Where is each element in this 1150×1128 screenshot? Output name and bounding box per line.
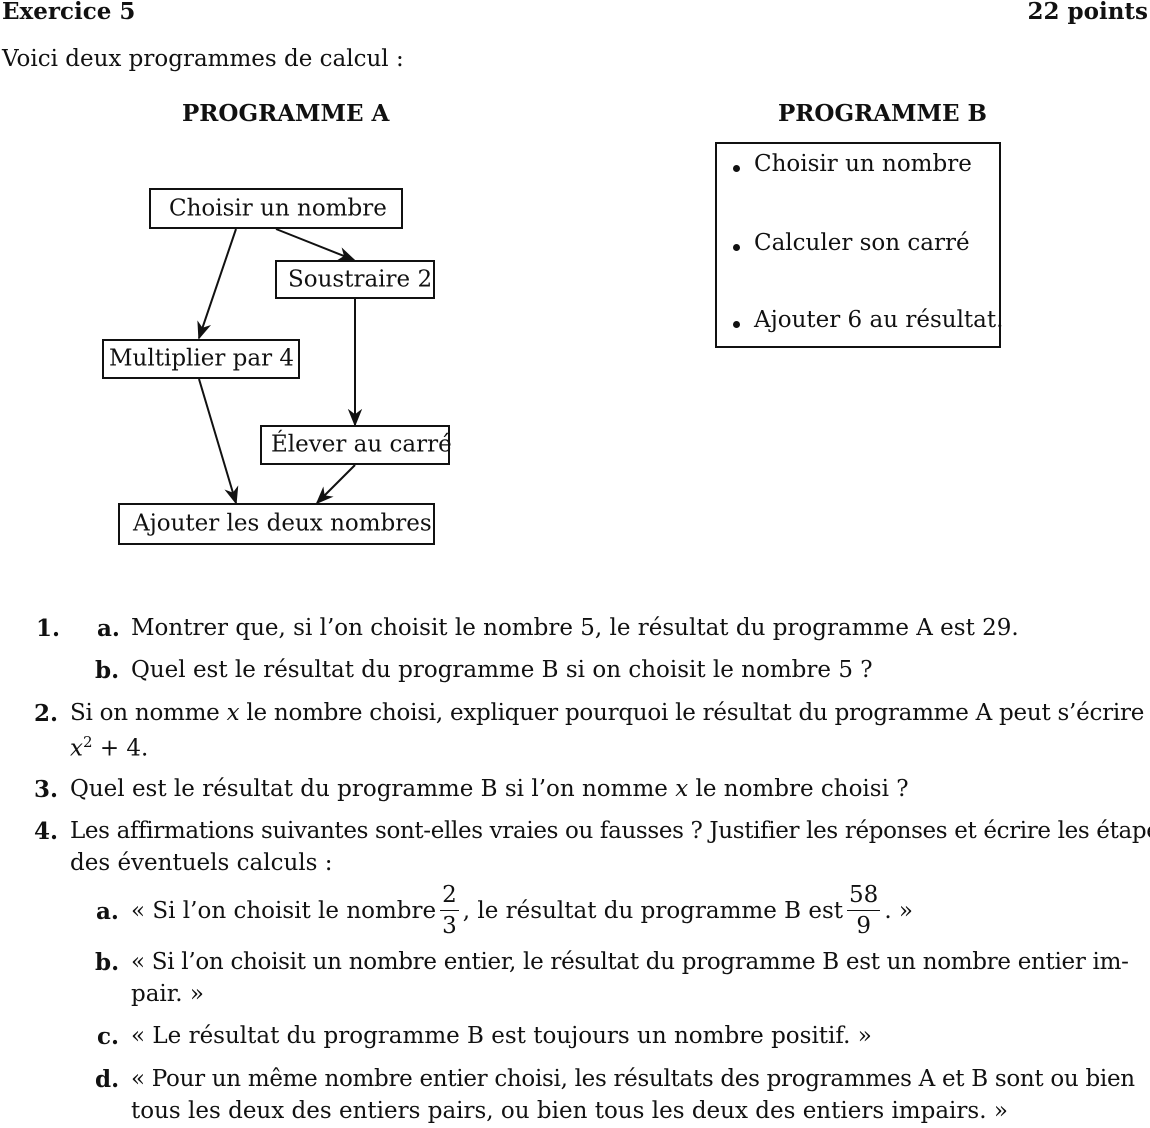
fraction-denominator: 3	[440, 911, 459, 938]
q3-number: 3.	[34, 776, 58, 803]
step-choose-box: Choisir un nombre	[149, 188, 403, 229]
q1b-label: b.	[95, 657, 119, 684]
q1a-label: a.	[97, 615, 120, 642]
arrow-choose-to-multiply	[199, 229, 236, 338]
q2-expr-var: x	[70, 736, 83, 762]
q4b-label: b.	[95, 949, 119, 976]
q4b-line2: pair. »	[131, 981, 204, 1007]
step-add-box: Ajouter les deux nombres	[118, 503, 435, 545]
step-choose-label: Choisir un nombre	[169, 195, 387, 221]
q4-number: 4.	[34, 818, 58, 845]
step-square-label: Élever au carré	[271, 431, 452, 457]
step-add-label: Ajouter les deux nombres	[133, 510, 432, 536]
q4-line2: des éventuels calculs :	[70, 850, 332, 876]
q4c-label: c.	[97, 1023, 119, 1050]
q4-line1: Les affirmations suivantes sont-elles vr…	[70, 818, 1150, 844]
q3-var: x	[675, 776, 688, 802]
q2-var: x	[227, 700, 240, 726]
fraction-numerator: 58	[847, 884, 880, 911]
arrow-multiply-to-add	[199, 379, 236, 503]
program-b-step: Choisir un nombre	[754, 151, 972, 177]
q1b-text: Quel est le résultat du programme B si o…	[131, 657, 873, 683]
arrow-square-to-add	[317, 465, 355, 503]
step-subtract-box: Soustraire 2	[275, 260, 435, 299]
q4c-text: « Le résultat du programme B est toujour…	[131, 1023, 872, 1049]
program-b-box: Choisir un nombre Calculer son carré Ajo…	[715, 142, 1001, 348]
q2-expr-rest: + 4.	[93, 736, 149, 762]
q4a-post: . »	[884, 898, 913, 924]
step-subtract-label: Soustraire 2	[288, 266, 432, 292]
q4d-line1: « Pour un même nombre entier choisi, les…	[131, 1066, 1135, 1092]
q4a-mid: , le résultat du programme B est	[463, 898, 843, 924]
q4a-text: « Si l’on choisit le nombre 23 , le résu…	[131, 878, 913, 944]
fraction-58-9: 589	[847, 884, 880, 938]
q4a-label: a.	[96, 898, 119, 925]
program-b-step: Ajouter 6 au résultat.	[754, 307, 1003, 333]
program-b-title: PROGRAMME B	[778, 100, 987, 127]
step-square-box: Élever au carré	[260, 425, 450, 465]
q2-pre: Si on nomme	[70, 700, 227, 726]
program-b-step: Calculer son carré	[754, 230, 970, 256]
q4d-line2: tous les deux des entiers pairs, ou bien…	[131, 1098, 1008, 1124]
q2-number: 2.	[34, 700, 58, 727]
step-multiply-box: Multiplier par 4	[102, 339, 300, 379]
step-multiply-label: Multiplier par 4	[109, 345, 294, 371]
q4b-line1: « Si l’on choisit un nombre entier, le r…	[131, 949, 1129, 975]
fraction-denominator: 9	[847, 911, 880, 938]
q3-post: le nombre choisi ?	[688, 776, 908, 802]
bullet-icon	[733, 165, 740, 172]
bullet-icon	[733, 244, 740, 251]
q1a-text: Montrer que, si l’on choisit le nombre 5…	[131, 615, 1019, 641]
q3-text: Quel est le résultat du programme B si l…	[70, 776, 909, 802]
arrow-choose-to-subtract	[276, 229, 354, 260]
q2-text: Si on nomme x le nombre choisi, explique…	[70, 700, 1144, 726]
q4a-pre: « Si l’on choisit le nombre	[131, 898, 436, 924]
q4d-label: d.	[95, 1066, 119, 1093]
q2-expr-exponent: 2	[83, 733, 93, 751]
fraction-numerator: 2	[440, 884, 459, 911]
q2-mid: le nombre choisi, expliquer pourquoi le …	[239, 700, 1144, 726]
q1-number: 1.	[36, 615, 60, 642]
bullet-icon	[733, 321, 740, 328]
q3-pre: Quel est le résultat du programme B si l…	[70, 776, 675, 802]
q2-expression: x2 + 4.	[70, 733, 148, 762]
fraction-2-3: 23	[440, 884, 459, 938]
